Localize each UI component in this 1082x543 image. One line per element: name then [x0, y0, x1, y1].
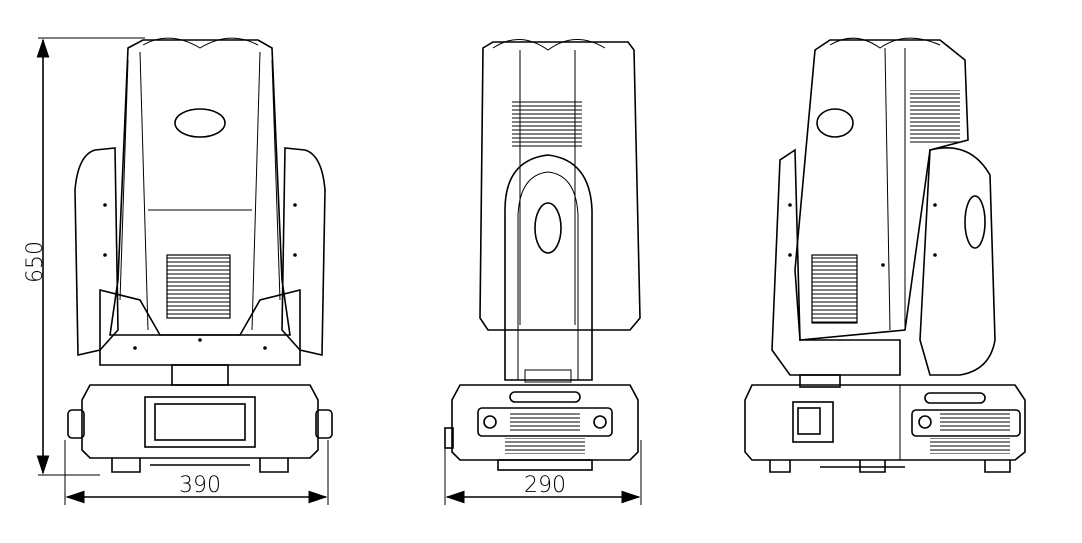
- front-width-dimension: 390: [64, 440, 329, 505]
- height-dimension: 650: [23, 37, 145, 476]
- perspective-view: [744, 37, 1026, 473]
- side-width-label: 290: [524, 473, 566, 498]
- front-width-label: 390: [179, 473, 221, 498]
- height-label: 650: [23, 241, 48, 283]
- side-view: [444, 39, 641, 471]
- side-width-dimension: 290: [444, 440, 642, 505]
- front-view: [67, 37, 333, 473]
